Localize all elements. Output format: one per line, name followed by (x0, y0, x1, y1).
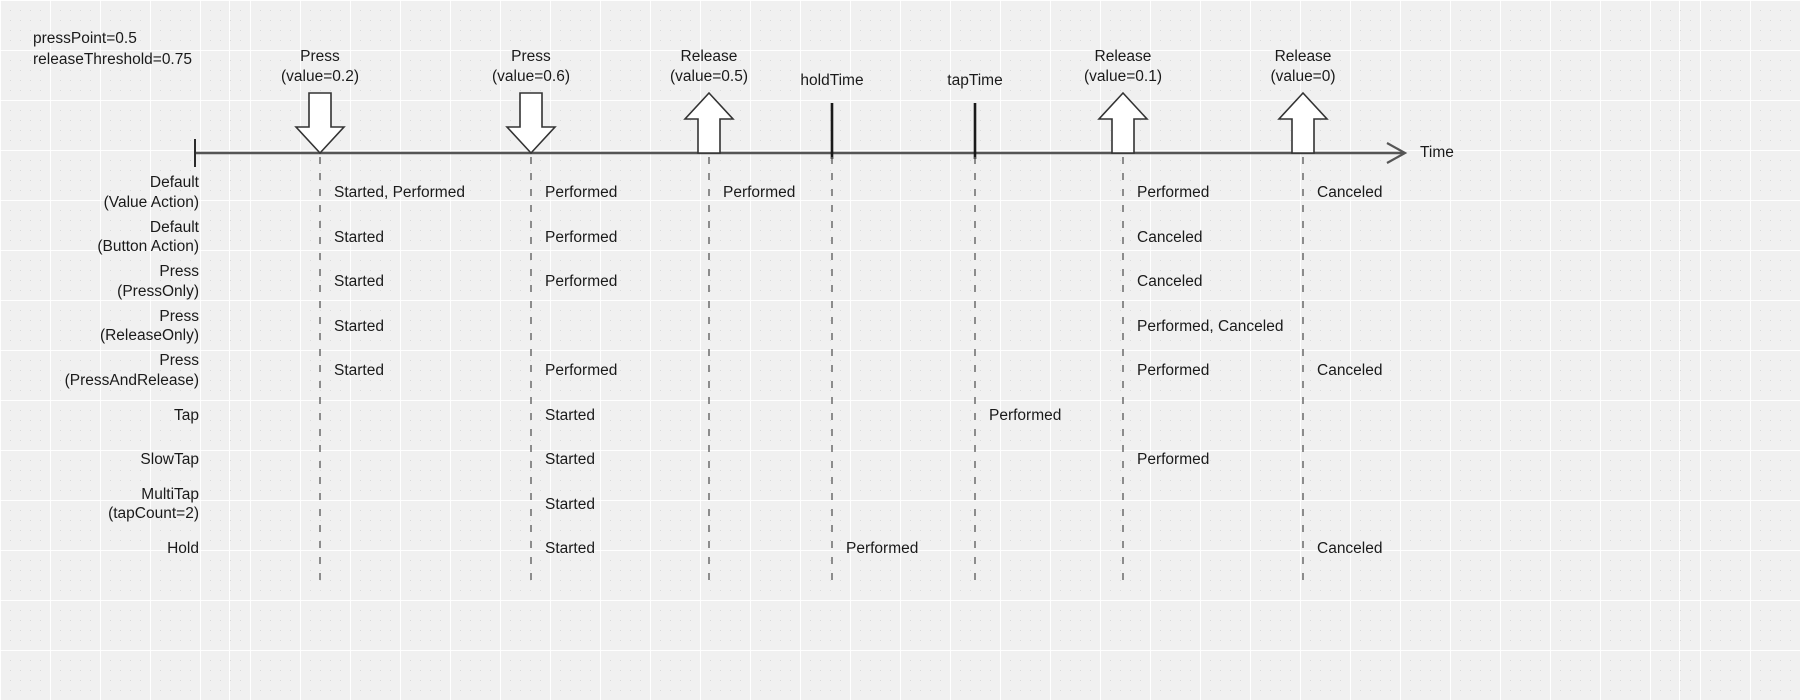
cell-press-pressandrelease-release-00: Canceled (1317, 362, 1383, 379)
row-label-multitap: MultiTap (tapCount=2) (108, 485, 199, 524)
cell-default-button-action-release-01: Canceled (1137, 228, 1203, 246)
event-label-line2: (value=0.2) (281, 68, 359, 85)
row-label-tap: Tap (174, 406, 199, 426)
row-label-line1: Tap (174, 406, 199, 424)
cell-slowtap-release-01: Performed (1137, 451, 1210, 468)
cell-default-value-action-release-01: Performed (1137, 184, 1210, 201)
event-label-line1: Press (511, 48, 551, 65)
row-label-line1: MultiTap (141, 485, 199, 503)
event-label-line1: Release (680, 48, 738, 65)
cell-press-pressonly-release-01: Canceled (1137, 273, 1203, 290)
row-label-default-button-action: Default (Button Action) (97, 218, 199, 257)
row-label-line1: SlowTap (140, 451, 199, 468)
row-label-line2: (tapCount=2) (108, 505, 199, 522)
event-label-release-01: Release (value=0.1) (1084, 47, 1162, 87)
row-label-line1: Press (159, 307, 199, 325)
row-label-line1: Default (149, 218, 199, 236)
cell-hold-press-06: Started (545, 540, 595, 557)
row-label-hold: Hold (167, 539, 199, 559)
cell-tap-tap-time: Performed (989, 406, 1062, 424)
event-label-line1: Release (1274, 48, 1332, 65)
event-label-release-00: Release (value=0) (1270, 47, 1335, 87)
left-edge-rule (229, 0, 230, 700)
event-label-press-06: Press (value=0.6) (492, 47, 570, 87)
event-label-line2: (value=0.1) (1084, 68, 1162, 85)
cell-multitap-press-06: Started (545, 495, 595, 513)
row-label-line1: Default (149, 174, 199, 191)
cell-default-value-action-press-06: Performed (545, 184, 618, 201)
event-label-line1: holdTime (800, 72, 864, 89)
row-label-press-releaseonly: Press (ReleaseOnly) (100, 307, 199, 346)
event-label-press-02: Press (value=0.2) (281, 47, 359, 87)
event-label-line2: (value=0.6) (492, 68, 570, 85)
event-label-line1: Press (300, 48, 340, 65)
press-arrow-down-icon (294, 92, 346, 155)
row-label-press-pressonly: Press (PressOnly) (117, 262, 199, 301)
cell-hold-hold-time: Performed (846, 540, 919, 557)
cell-press-pressandrelease-release-01: Performed (1137, 362, 1210, 379)
cell-default-value-action-press-02: Started, Performed (334, 184, 465, 201)
event-label-line2: (value=0) (1270, 68, 1336, 85)
cell-press-pressandrelease-press-06: Performed (545, 362, 618, 379)
release-arrow-up-icon (683, 91, 735, 154)
cell-tap-press-06: Started (545, 406, 595, 424)
row-label-default-value-action: Default (Value Action) (104, 173, 199, 212)
cell-default-value-action-release-00: Canceled (1317, 184, 1383, 201)
event-label-release-05: Release (value=0.5) (670, 47, 748, 87)
event-label-line1: tapTime (947, 72, 1003, 89)
row-label-line2: (PressAndRelease) (64, 371, 199, 389)
release-arrow-up-icon (1277, 91, 1329, 154)
cell-press-releaseonly-release-01: Performed, Canceled (1137, 317, 1284, 335)
row-label-slowtap: SlowTap (140, 450, 199, 470)
cell-press-pressonly-press-02: Started (334, 273, 384, 290)
cell-default-button-action-press-06: Performed (545, 228, 618, 246)
axis-arrowhead-icon (1386, 142, 1408, 164)
cell-press-pressandrelease-press-02: Started (334, 362, 384, 379)
row-label-line2: (Value Action) (103, 193, 199, 211)
event-label-line2: (value=0.5) (670, 68, 748, 85)
parameters-note: pressPoint=0.5 releaseThreshold=0.75 (33, 30, 192, 68)
row-label-press-pressandrelease: Press (PressAndRelease) (65, 351, 199, 390)
cell-hold-release-00: Canceled (1317, 540, 1383, 557)
row-label-line2: (Button Action) (97, 238, 199, 255)
event-label-tap-time: tapTime (947, 71, 1002, 91)
row-label-line1: Press (159, 352, 199, 369)
event-label-hold-time: holdTime (800, 71, 863, 91)
row-label-line2: (ReleaseOnly) (99, 327, 199, 344)
cell-slowtap-press-06: Started (545, 451, 595, 468)
cell-press-pressonly-press-06: Performed (545, 273, 618, 290)
right-edge-rule (1679, 0, 1680, 700)
press-arrow-down-icon (505, 92, 557, 155)
row-label-line1: Press (159, 263, 199, 280)
axis-label-time: Time (1420, 144, 1454, 161)
cell-default-value-action-release-05: Performed (723, 184, 796, 201)
cell-press-releaseonly-press-02: Started (334, 317, 384, 335)
row-label-line2: (PressOnly) (117, 282, 199, 300)
row-label-line1: Hold (167, 540, 199, 557)
release-arrow-up-icon (1097, 91, 1149, 154)
cell-default-button-action-press-02: Started (334, 228, 384, 246)
event-label-line1: Release (1094, 48, 1152, 65)
